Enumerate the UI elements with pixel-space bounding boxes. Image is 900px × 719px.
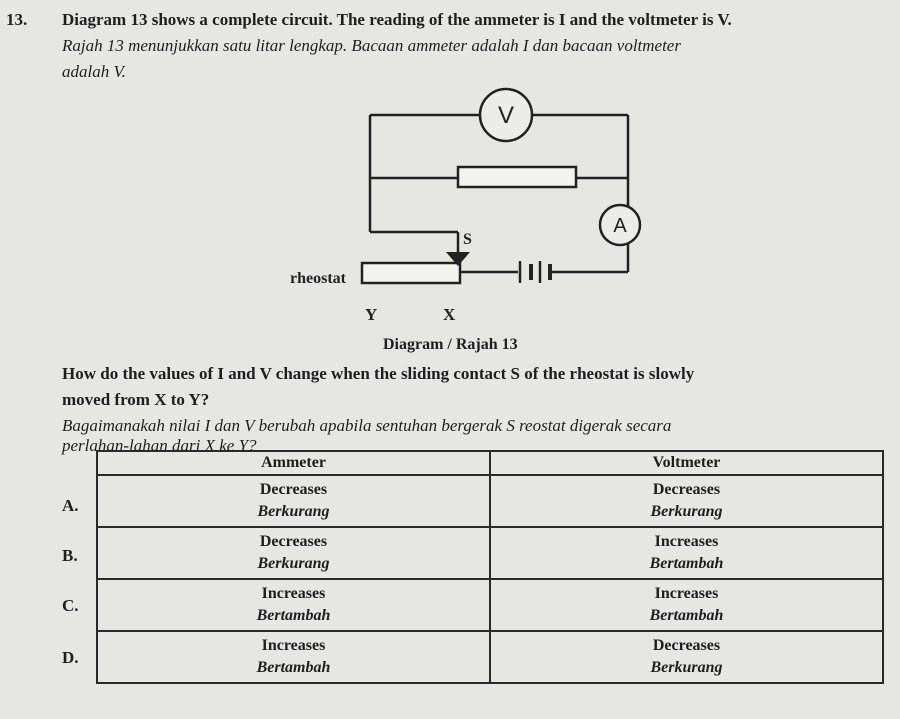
option-b-ammeter-ms: Berkurang — [257, 555, 330, 572]
slider-arrow-icon — [446, 252, 470, 266]
header-ammeter: Ammeter — [96, 450, 491, 476]
option-letter-c[interactable]: C. — [62, 596, 79, 615]
rheostat-label: rheostat — [290, 270, 347, 287]
header-voltmeter: Voltmeter — [489, 450, 884, 476]
options-table: Ammeter Voltmeter Decreases Berkurang De… — [96, 450, 884, 684]
option-a-voltmeter: Decreases Berkurang — [489, 474, 884, 528]
option-d-ammeter-en: Increases — [261, 637, 326, 654]
question-stem-ms-line2: adalah V. — [62, 62, 126, 81]
option-a-voltmeter-en: Decreases — [652, 481, 721, 498]
resistor — [456, 165, 578, 189]
option-d-voltmeter-en: Decreases — [652, 637, 721, 654]
prompt-ms-line1: Bagaimanakah nilai I dan V berubah apabi… — [62, 416, 672, 435]
diagram-caption: Diagram / Rajah 13 — [383, 336, 518, 353]
option-a-ammeter-en: Decreases — [259, 481, 328, 498]
ammeter-symbol: A — [613, 215, 627, 237]
slider-label: S — [463, 231, 472, 248]
voltmeter-circle — [478, 87, 534, 143]
option-letter-a[interactable]: A. — [62, 496, 79, 515]
option-c-voltmeter-ms: Bertambah — [649, 607, 724, 624]
option-letter-d[interactable]: D. — [62, 648, 79, 667]
option-b-voltmeter-ms: Bertambah — [649, 555, 724, 572]
voltmeter-symbol: V — [498, 102, 514, 129]
option-d-voltmeter-ms: Berkurang — [650, 659, 723, 676]
option-row-d[interactable]: Increases Bertambah Decreases Berkurang — [96, 630, 884, 684]
option-row-a[interactable]: Decreases Berkurang Decreases Berkurang — [96, 474, 884, 528]
option-d-ammeter: Increases Bertambah — [96, 630, 491, 684]
option-b-ammeter-en: Decreases — [259, 533, 328, 550]
option-a-ammeter-ms: Berkurang — [257, 503, 330, 520]
prompt-en-line1: How do the values of I and V change when… — [62, 364, 695, 383]
option-row-c[interactable]: Increases Bertambah Increases Bertambah — [96, 578, 884, 632]
option-c-ammeter-ms: Bertambah — [256, 607, 331, 624]
option-c-ammeter: Increases Bertambah — [96, 578, 491, 632]
prompt-en-line2: moved from X to Y? — [62, 390, 210, 409]
option-letter-b[interactable]: B. — [62, 546, 78, 565]
question-stem-ms-line1: Rajah 13 menunjukkan satu litar lengkap.… — [62, 36, 681, 55]
ammeter-circle — [598, 203, 642, 247]
option-c-voltmeter: Increases Bertambah — [489, 578, 884, 632]
option-c-voltmeter-en: Increases — [654, 585, 719, 602]
table-header-row: Ammeter Voltmeter — [96, 450, 884, 476]
option-d-voltmeter: Decreases Berkurang — [489, 630, 884, 684]
question-stem-en: Diagram 13 shows a complete circuit. The… — [62, 10, 732, 29]
option-a-ammeter: Decreases Berkurang — [96, 474, 491, 528]
option-row-b[interactable]: Decreases Berkurang Increases Bertambah — [96, 526, 884, 580]
end-y-label: Y — [365, 305, 377, 324]
option-a-voltmeter-ms: Berkurang — [650, 503, 723, 520]
question-number: 13. — [6, 10, 28, 29]
end-x-label: X — [443, 305, 456, 324]
option-c-ammeter-en: Increases — [261, 585, 326, 602]
option-b-voltmeter: Increases Bertambah — [489, 526, 884, 580]
option-d-ammeter-ms: Bertambah — [256, 659, 331, 676]
option-b-ammeter: Decreases Berkurang — [96, 526, 491, 580]
rheostat-body — [360, 261, 462, 285]
option-b-voltmeter-en: Increases — [654, 533, 719, 550]
